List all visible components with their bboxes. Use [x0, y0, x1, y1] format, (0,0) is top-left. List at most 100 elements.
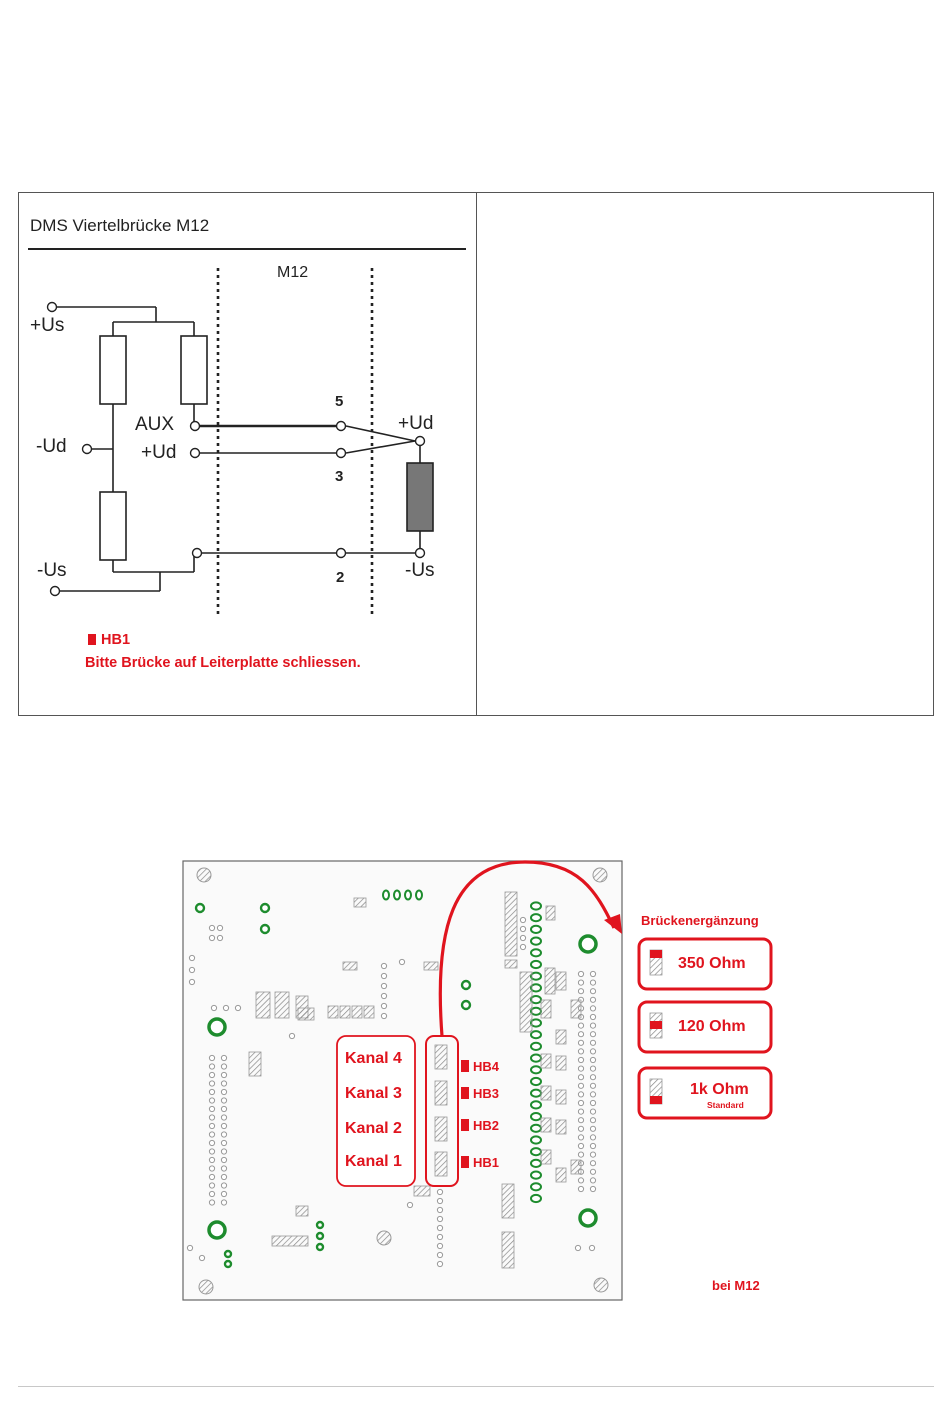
via-hole — [209, 1191, 214, 1196]
option-label-1k: 1k Ohm — [690, 1081, 749, 1099]
via-hole — [590, 1161, 595, 1166]
via-hole — [381, 1003, 386, 1008]
smd-component — [541, 1118, 551, 1132]
via-hole — [235, 1005, 240, 1010]
via-hole — [578, 1109, 583, 1114]
smd-component — [556, 1030, 566, 1044]
via-hole — [221, 1191, 226, 1196]
via-hole — [209, 1166, 214, 1171]
via-hole — [578, 1143, 583, 1148]
mounting-hole — [199, 1280, 213, 1294]
via-hole — [189, 967, 194, 972]
via-hole — [221, 1174, 226, 1179]
via-hole — [289, 1033, 294, 1038]
header-pad — [531, 1031, 541, 1038]
via-hole — [221, 1200, 226, 1205]
header-pad — [531, 949, 541, 956]
header-pad — [531, 973, 541, 980]
via-hole — [221, 1166, 226, 1171]
bridge-completion-title: Brückenergänzung — [641, 913, 759, 928]
via-hole — [381, 993, 386, 998]
via-hole — [221, 1106, 226, 1111]
via-hole — [578, 980, 583, 985]
channel-label-3: Kanal 3 — [345, 1085, 415, 1120]
smd-component — [502, 1184, 514, 1218]
header-pad — [531, 961, 541, 968]
via-hole — [221, 1089, 226, 1094]
smd-component — [546, 906, 555, 920]
header-pad — [531, 938, 541, 945]
via-hole — [221, 1132, 226, 1137]
via-hole — [590, 1066, 595, 1071]
smd-component — [364, 1006, 374, 1018]
via-hole — [199, 1255, 204, 1260]
via-hole — [590, 1109, 595, 1114]
via-hole — [189, 979, 194, 984]
via-hole — [578, 1092, 583, 1097]
via-hole — [590, 1126, 595, 1131]
via-hole — [437, 1189, 442, 1194]
header-pad — [531, 902, 541, 909]
via-hole — [520, 944, 525, 949]
via-hole — [209, 1106, 214, 1111]
footer-label-bei-m12: bei M12 — [712, 1278, 760, 1293]
via-hole — [437, 1243, 442, 1248]
via-hole — [221, 1115, 226, 1120]
via-hole — [209, 1089, 214, 1094]
smd-component — [505, 892, 517, 956]
via-hole — [575, 1245, 580, 1250]
via-hole — [590, 1135, 595, 1140]
via-hole — [209, 1055, 214, 1060]
smd-component — [343, 962, 357, 970]
smd-component — [298, 1008, 314, 1020]
via-hole — [578, 971, 583, 976]
header-pad — [531, 1160, 541, 1167]
smd-component — [556, 972, 566, 990]
smd-component — [249, 1052, 261, 1076]
via-hole — [590, 1075, 595, 1080]
smd-component — [352, 1006, 362, 1018]
via-hole — [209, 1123, 214, 1128]
via-hole — [578, 1023, 583, 1028]
via-hole — [221, 1183, 226, 1188]
smd-component — [275, 992, 289, 1018]
via-hole — [217, 925, 222, 930]
smd-component — [354, 898, 366, 907]
via-hole — [437, 1225, 442, 1230]
via-hole — [578, 1075, 583, 1080]
pcb-figure — [0, 0, 950, 1380]
via-hole — [209, 935, 214, 940]
via-hole — [578, 1135, 583, 1140]
via-hole — [590, 1057, 595, 1062]
via-hole — [437, 1252, 442, 1257]
via-hole — [590, 980, 595, 985]
header-pad — [531, 1078, 541, 1085]
smd-component — [340, 1006, 350, 1018]
via-hole — [221, 1149, 226, 1154]
via-hole — [590, 997, 595, 1002]
via-hole — [578, 1178, 583, 1183]
via-hole — [590, 1092, 595, 1097]
jumper-label-hb3: HB3 — [473, 1086, 499, 1101]
via-hole — [221, 1123, 226, 1128]
header-pad — [531, 1172, 541, 1179]
via-hole — [590, 1083, 595, 1088]
header-pad — [531, 1148, 541, 1155]
header-pad — [531, 1019, 541, 1026]
smd-component — [541, 1000, 551, 1018]
smd-component — [545, 968, 555, 994]
via-hole — [221, 1140, 226, 1145]
jumper-label-hb4: HB4 — [473, 1059, 499, 1074]
smd-component — [541, 1150, 551, 1164]
smd-component — [272, 1236, 308, 1246]
via-hole — [590, 1006, 595, 1011]
via-hole — [211, 1005, 216, 1010]
via-hole — [209, 1132, 214, 1137]
via-hole — [578, 1126, 583, 1131]
via-hole — [590, 971, 595, 976]
via-hole — [578, 1040, 583, 1045]
smd-component — [571, 1000, 581, 1018]
via-hole — [209, 1157, 214, 1162]
via-hole — [381, 983, 386, 988]
smd-component — [556, 1056, 566, 1070]
